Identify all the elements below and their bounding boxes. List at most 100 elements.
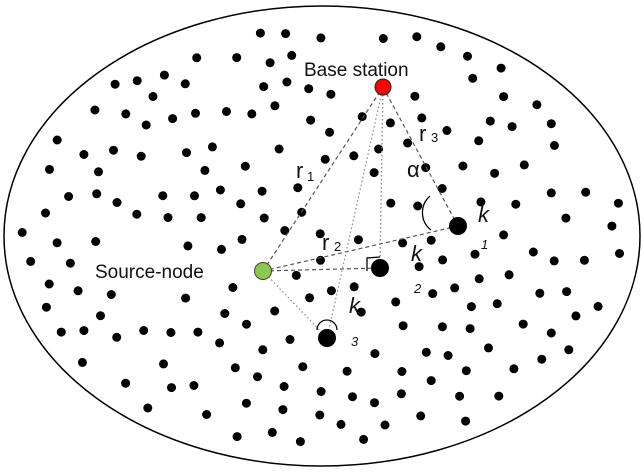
sensor-node (357, 112, 367, 122)
sensor-node (182, 148, 191, 158)
sensor-node (132, 76, 142, 86)
sensor-node (217, 244, 226, 254)
sensor-node (474, 136, 484, 146)
sensor-node (96, 311, 105, 321)
sensor-node (546, 188, 556, 198)
sensor-node (109, 145, 118, 155)
sensor-node (132, 209, 142, 219)
source-node (254, 262, 272, 280)
sensor-node (232, 432, 242, 442)
sensor-node (167, 383, 176, 393)
source-to-k1-line (262, 225, 459, 272)
sensor-node (237, 234, 247, 244)
sensor-node (267, 427, 277, 437)
sensor-node (398, 238, 408, 248)
sensor-node (504, 270, 514, 280)
sensor-node (181, 293, 191, 303)
sensor-node (258, 345, 268, 355)
sensor-node (94, 167, 103, 177)
sensor-node (183, 241, 193, 251)
sensor-node (285, 335, 295, 344)
sensor-node (79, 150, 89, 159)
sensor-node (228, 283, 238, 292)
sensor-node (110, 79, 120, 89)
sensor-node (349, 282, 359, 292)
sensor-node (463, 51, 472, 61)
node-k1 (449, 217, 467, 235)
deployment-region (3, 5, 641, 467)
sensor-node (549, 256, 559, 266)
bs-to-k2-line (379, 86, 384, 269)
sensor-node (281, 29, 291, 39)
sensor-node (336, 419, 346, 429)
right-angle-mark (366, 256, 381, 271)
sensor-node (236, 199, 246, 209)
sensor-node (546, 328, 556, 338)
sensor-node (52, 238, 62, 248)
r3-line (382, 86, 459, 227)
sensor-node (202, 410, 212, 419)
geometry-lines (262, 86, 459, 339)
sensor-node (484, 343, 493, 353)
sensor-node (253, 372, 262, 382)
k3-subscript: 3 (351, 334, 359, 349)
sensor-node (139, 326, 149, 335)
sensor-node (391, 297, 401, 307)
sensor-node (315, 410, 325, 420)
sensor-node (192, 53, 202, 63)
sensor-node (200, 165, 210, 175)
sensor-node (270, 101, 280, 111)
sensor-node (465, 324, 475, 334)
sensor-node (455, 391, 465, 401)
sensor-node (485, 116, 495, 126)
sensor-node (259, 213, 269, 223)
sensor-node (416, 411, 426, 421)
sensor-node (549, 141, 559, 150)
node-k2 (371, 259, 389, 277)
sensor-node (461, 366, 471, 376)
sensor-node (280, 226, 290, 235)
sensor-node (326, 89, 336, 99)
sensor-node (386, 198, 396, 208)
sensor-node (426, 376, 436, 386)
sensor-node (230, 363, 240, 373)
sensor-node (79, 326, 89, 336)
sensor-node (499, 230, 509, 240)
sensor-node (257, 186, 267, 196)
sensor-node (437, 184, 447, 193)
sensor-node (421, 163, 431, 173)
sensor-node (421, 347, 431, 357)
sensor-node (92, 189, 102, 199)
sensor-node (535, 288, 545, 298)
k1-label: k (478, 202, 490, 227)
sensor-node (148, 92, 158, 101)
sensor-node (466, 302, 476, 312)
sensor-node (274, 144, 284, 154)
sensor-node (320, 154, 330, 164)
sensor-node (315, 229, 325, 239)
sensor-node (240, 161, 250, 171)
sensor-node (241, 398, 251, 408)
sensor-node (593, 301, 603, 311)
sensor-node (26, 256, 36, 266)
sensor-node (56, 327, 66, 337)
r1-subscript: 1 (307, 169, 314, 184)
sensor-node (270, 306, 280, 316)
sensor-node (143, 403, 153, 413)
sensor-node (259, 82, 269, 92)
k1-subscript: 1 (481, 237, 488, 252)
sensor-node (348, 392, 357, 402)
sensor-node (52, 135, 62, 145)
sensor-node (398, 321, 408, 331)
sensor-node (537, 354, 547, 364)
sensor-node (193, 327, 203, 337)
sensor-node (519, 160, 529, 170)
sensor-node (511, 199, 521, 209)
sensor-node (180, 79, 190, 89)
sensor-node (579, 255, 589, 265)
sensor-node (282, 77, 292, 87)
sensor-node (458, 161, 468, 171)
sensor-node (189, 381, 199, 390)
sensor-node (378, 34, 388, 43)
